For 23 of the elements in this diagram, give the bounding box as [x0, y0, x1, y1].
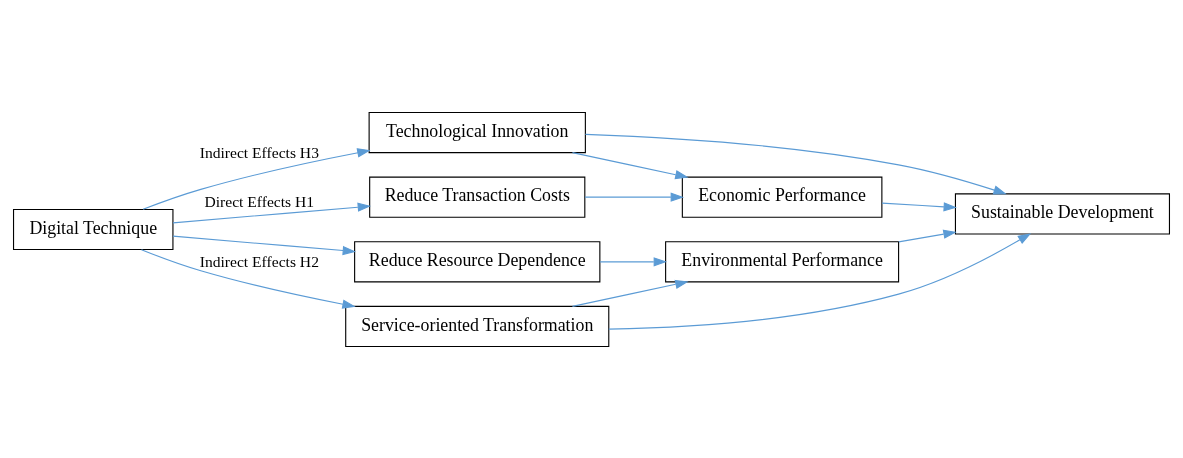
arrow [584, 133, 1007, 194]
edge-label: Direct Effects H1 [204, 192, 315, 210]
arrow [571, 279, 689, 307]
edge-label: Indirect Effects H2 [199, 252, 319, 270]
arrow [898, 229, 957, 242]
node-box: Economic Performance [681, 176, 883, 218]
node-box: Environmental Performance [665, 240, 900, 282]
node-box: Reduce Transaction Costs [369, 176, 586, 218]
node-box: Digital Technique [13, 208, 174, 250]
node-box: Reduce Resource Dependence [354, 240, 601, 282]
arrow [584, 192, 685, 202]
arrow [608, 232, 1032, 330]
node-box: Service-oriented Transformation [345, 305, 610, 347]
arrow [172, 202, 372, 223]
edge-label: Indirect Effects H3 [199, 143, 319, 161]
arrow [599, 256, 668, 266]
arrow [881, 201, 957, 211]
arrow [142, 147, 371, 210]
arrow [571, 151, 689, 179]
arrow [140, 248, 356, 309]
node-box: Technological Innovation [368, 111, 586, 153]
node-box: Sustainable Development [954, 192, 1170, 234]
arrow [172, 235, 357, 255]
